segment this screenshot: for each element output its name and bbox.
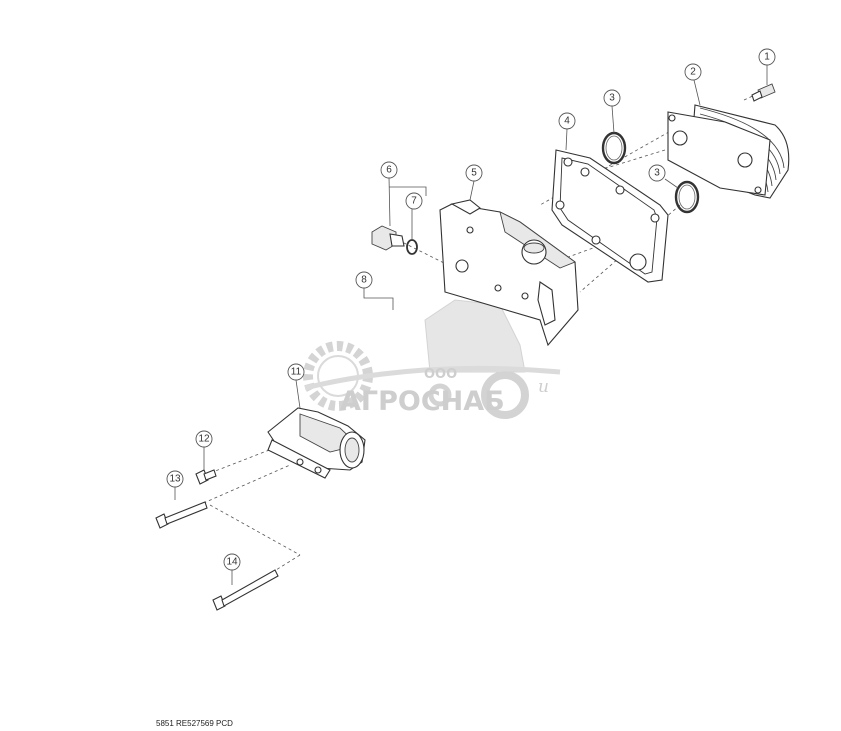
bolt-long [155,501,208,529]
svg-text:1: 1 [764,52,770,63]
callout-leaders [174,65,768,585]
svg-text:13: 13 [169,474,181,485]
watermark-suffix: и [538,377,549,397]
oil-cooler [667,104,790,199]
svg-text:4: 4 [564,116,570,127]
watermark-prefix: ООО [424,367,457,382]
tractor-logo-icon [424,299,529,419]
svg-text:14: 14 [226,557,238,568]
watermark-brand: АГРОСНАБ [340,386,505,417]
elbow-tube [267,407,366,479]
callout-11: 11 [287,363,305,381]
callout-3-lower: 3 [648,164,666,182]
svg-text:3: 3 [654,168,660,179]
watermark: ООО АГРОСНАБ и [303,299,561,419]
svg-text:12: 12 [198,434,210,445]
svg-text:8: 8 [361,275,367,286]
svg-text:11: 11 [291,367,302,378]
cooler-housing [439,199,579,347]
drain-plug [371,225,405,251]
callout-8: 8 [355,271,373,289]
seal-ring [406,239,418,255]
callout-2: 2 [684,63,702,81]
o-ring-lower [674,180,700,214]
bolt-longest [212,569,279,611]
callout-14: 14 [223,553,241,571]
svg-text:6: 6 [386,165,392,176]
svg-text:7: 7 [411,196,417,207]
svg-text:5: 5 [471,168,477,179]
callout-7: 7 [405,192,423,210]
gasket [551,149,669,283]
o-ring-upper [601,131,627,165]
callout-4: 4 [558,112,576,130]
bolt-small [751,83,776,102]
callout-3-upper: 3 [603,89,621,107]
svg-text:2: 2 [690,67,696,78]
callout-1: 1 [758,48,776,66]
drawing-code: 5851 RE527569 PCD [156,719,233,728]
callout-5: 5 [465,164,483,182]
svg-text:3: 3 [609,93,615,104]
bolt-short [195,469,217,485]
callout-6: 6 [380,161,398,179]
callout-13: 13 [166,470,184,488]
callout-12: 12 [195,430,213,448]
